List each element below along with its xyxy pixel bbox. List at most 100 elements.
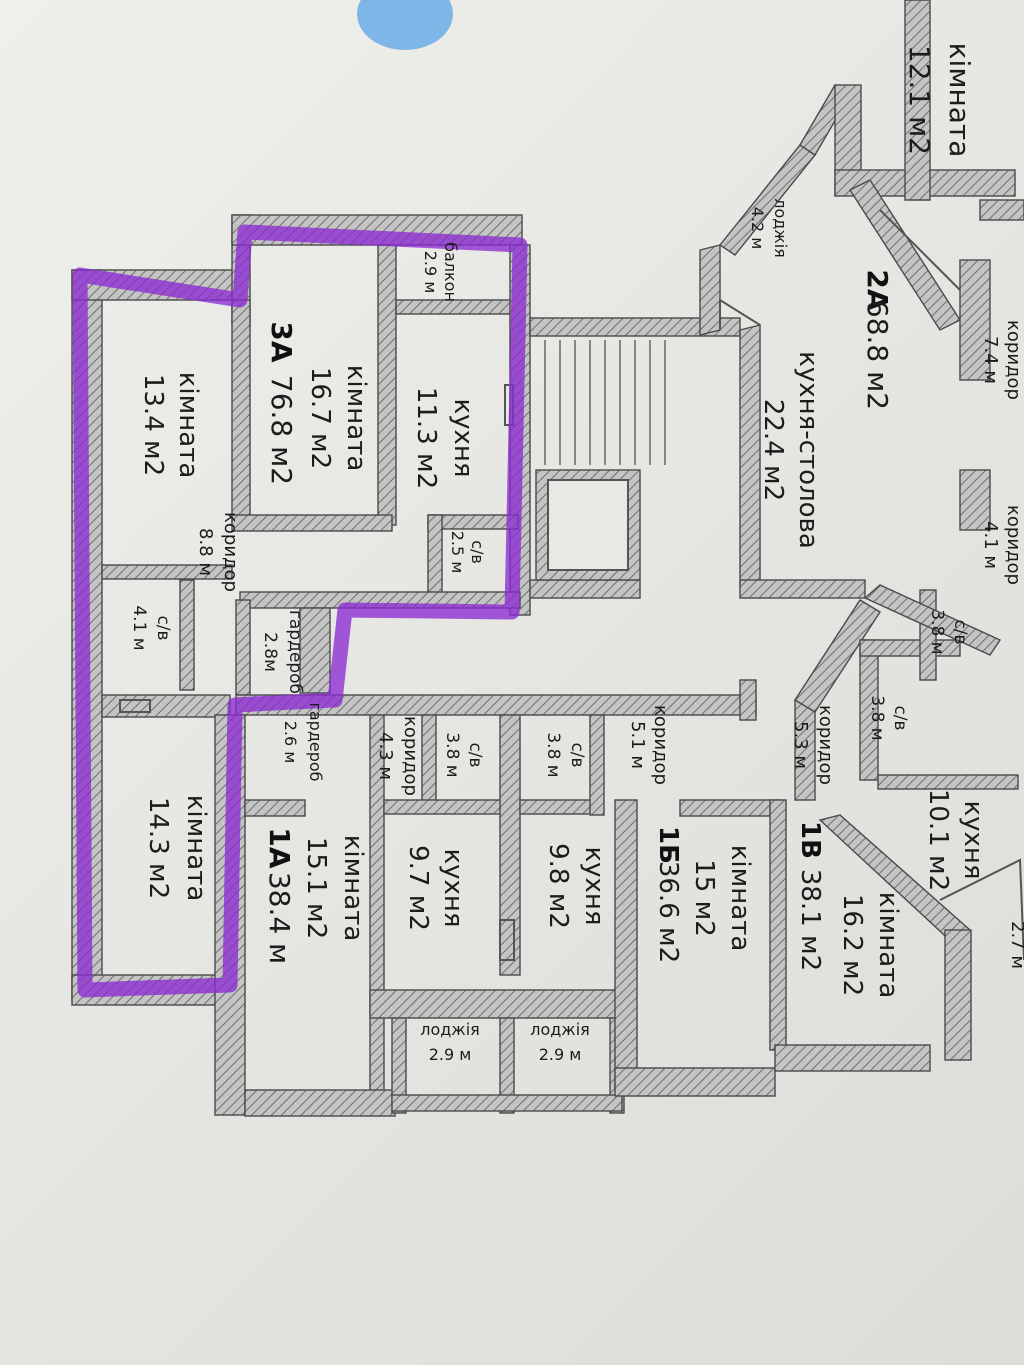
- wall: [231, 514, 393, 532]
- outline: [939, 858, 1024, 961]
- room-3a-kimnata-1-area: 16.7 м2: [305, 367, 335, 469]
- room-1b-lodzhia-name: лоджія: [530, 1020, 590, 1039]
- stairs: [544, 340, 666, 465]
- unit-1a-area: 38.4 м: [263, 872, 296, 964]
- room-1b-kukhnia-area: 9.8 м2: [543, 843, 573, 929]
- room-3a-kimnata-2-name: кімната: [173, 372, 203, 479]
- unit-1b-area: 36.6 м2: [653, 861, 683, 963]
- room-1b-kimnata-area: 15 м2: [689, 859, 719, 937]
- wall: [614, 799, 638, 1091]
- unit-1a-number: 1А: [263, 827, 296, 868]
- room-2a-korydor-1-area: 7.4 м: [980, 336, 1001, 384]
- wall: [383, 799, 505, 815]
- room-3a-kimnata-2-area: 13.4 м2: [138, 374, 168, 476]
- unit-3a-number: 3А: [265, 321, 298, 362]
- unit-1v-area: 38.1 м2: [795, 869, 825, 971]
- room-1v-sv-area: 3.8 м: [867, 695, 887, 740]
- room-1b-korydor-area: 5.1 м: [627, 721, 648, 769]
- wall: [519, 799, 601, 815]
- wall: [101, 694, 231, 718]
- outline: [719, 298, 761, 330]
- wall: [863, 584, 1002, 656]
- room-2a-korydor-2-area: 4.1 м: [980, 521, 1001, 569]
- unit-2a-number: 2А: [861, 269, 894, 310]
- wall: [499, 714, 521, 976]
- wall: [904, 0, 931, 201]
- room-3a-korydor-name: коридор: [220, 512, 241, 592]
- wall: [499, 1017, 515, 1114]
- wall: [739, 324, 761, 586]
- wall: [739, 679, 757, 721]
- room-3a-kukhnia-area: 11.3 м2: [411, 387, 441, 489]
- wall: [699, 244, 721, 336]
- room-1a-garderob-name: гардероб: [306, 702, 325, 781]
- room-1a-sv-name: с/в: [465, 742, 485, 767]
- wall: [369, 989, 621, 1019]
- room-1v-kimnata-name: кімната: [873, 892, 903, 999]
- room-3a-korydor-area: 8.8 м: [195, 528, 216, 576]
- room-3a-balkon-name: балкон: [441, 242, 460, 302]
- room-2a-korydor-2-name: коридор: [1003, 505, 1024, 585]
- room-1b-lodzhia-area: 2.9 м: [539, 1045, 582, 1064]
- wall: [179, 579, 195, 691]
- room-3a-garderob-area: 2.8м: [260, 632, 280, 672]
- room-1a-sv-area: 3.8 м: [442, 732, 462, 777]
- room-2a-kimnata-name: кімната: [943, 43, 976, 158]
- wall: [774, 1044, 931, 1072]
- room-1b-sv-name: с/в: [567, 742, 587, 767]
- room-3a-kimnata-3-name: кімната: [181, 795, 211, 902]
- room-3a-kimnata-1-name: кімната: [341, 365, 371, 472]
- room-1a-kukhnia-area: 9.7 м2: [403, 845, 433, 931]
- room-3a-kimnata-3-area: 14.3 м2: [143, 797, 173, 899]
- room-1v-sv-name: с/в: [890, 705, 910, 730]
- room-1b-kukhnia-name: кухня: [579, 846, 609, 925]
- room-2a-kimnata-area: 12.1 м2: [903, 45, 936, 155]
- room-3a-garderob-name: гардероб: [285, 610, 305, 694]
- room-2a-sv-area: 3.8 м: [927, 609, 947, 654]
- fixture: [119, 699, 151, 713]
- wall: [421, 714, 437, 806]
- fixture: [499, 919, 515, 961]
- marker-highlight: [72, 224, 528, 998]
- room-1a-lodzhia-name: лоджія: [420, 1020, 480, 1039]
- room-1v-kukhnia-name: кухня: [958, 800, 988, 879]
- room-1a-garderob-area: 2.6 м: [281, 721, 300, 764]
- room-1v-kimnata-area: 16.2 м2: [837, 894, 867, 996]
- wall: [959, 469, 991, 531]
- wall: [395, 299, 517, 315]
- room-2a-lodzhia-name: лоджія: [771, 198, 790, 258]
- wall: [944, 929, 972, 1061]
- room-3a-sv-2-name: с/в: [153, 615, 173, 640]
- wall: [614, 1067, 776, 1097]
- room-3a-sv-2-area: 4.1 м: [129, 605, 149, 650]
- wall: [529, 317, 741, 337]
- unit-1v-number: 1В: [795, 821, 825, 859]
- blue-object-top: [357, 0, 453, 50]
- wall: [377, 244, 397, 526]
- room-1v-kukhnia-area: 10.1 м2: [923, 789, 953, 891]
- wall: [391, 1094, 623, 1112]
- wall: [231, 299, 251, 526]
- room-2a-lodzhia-area: 4.2 м: [748, 207, 767, 250]
- wall: [877, 774, 1019, 790]
- wall: [244, 799, 306, 817]
- room-1a-kukhnia-name: кухня: [438, 848, 468, 927]
- wall: [979, 199, 1024, 221]
- room-1v-korydor-name: коридор: [815, 705, 836, 785]
- wall: [244, 1089, 396, 1117]
- unit-1b-number: 1Б: [653, 826, 683, 864]
- room-1a-korydor-name: коридор: [400, 716, 421, 796]
- elevator-shaft: [547, 479, 629, 571]
- room-1b-korydor-name: коридор: [650, 705, 671, 785]
- room-3a-balkon-area: 2.9 м: [421, 251, 440, 294]
- room-1a-korydor-area: 4.3 м: [375, 732, 396, 780]
- room-2a-korydor-1-name: коридор: [1003, 320, 1024, 400]
- wall: [959, 259, 991, 381]
- room-edge-area: 2.7 м: [1007, 921, 1024, 969]
- wall: [769, 799, 787, 1051]
- wall: [235, 599, 251, 696]
- room-2a-sv-name: с/в: [950, 619, 970, 644]
- wall: [739, 579, 866, 599]
- wall: [101, 564, 233, 580]
